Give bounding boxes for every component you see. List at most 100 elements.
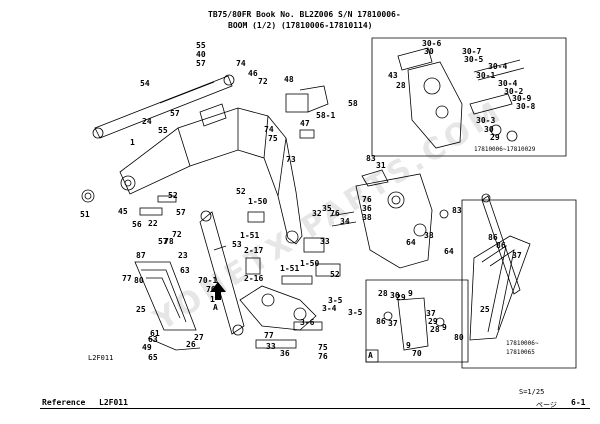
callout-77: 77 xyxy=(264,331,274,340)
sheet-scale: S=1/25 xyxy=(519,388,545,396)
callout-24: 24 xyxy=(142,117,152,126)
callout-36: 36 xyxy=(280,349,290,358)
callout-86: 86 xyxy=(496,241,506,250)
callout-28: 28 xyxy=(378,289,388,298)
callout-83: 83 xyxy=(366,154,376,163)
callout-9: 9 xyxy=(442,323,447,332)
callout-3-5: 3-5 xyxy=(348,308,363,317)
callout-37: 37 xyxy=(426,309,436,318)
callout-56: 56 xyxy=(132,220,142,229)
callout-29: 29 xyxy=(428,317,438,326)
callout-30-9: 30-9 xyxy=(512,94,531,103)
callout-30-8: 30-8 xyxy=(516,102,535,111)
callout-76: 76 xyxy=(330,209,340,218)
callout-57: 57 xyxy=(170,109,180,118)
callout-77: 77 xyxy=(122,274,132,283)
callout-2-17: 2-17 xyxy=(244,246,263,255)
callout-1-50: 1-50 xyxy=(300,259,319,268)
callout-29: 29 xyxy=(490,133,500,142)
callout-58: 58 xyxy=(348,99,358,108)
page-kana: ページ xyxy=(536,401,557,409)
callout-80: 80 xyxy=(134,276,144,285)
callout-27: 27 xyxy=(194,333,204,342)
callout-64: 64 xyxy=(444,247,454,256)
arm-cylinder xyxy=(199,211,245,335)
callout-28: 28 xyxy=(396,81,406,90)
callout-30-2: 30-2 xyxy=(504,87,523,96)
callout-25: 25 xyxy=(136,305,146,314)
callout-40: 40 xyxy=(196,50,206,59)
callout-86: 86 xyxy=(376,317,386,326)
callout-55: 55 xyxy=(196,41,206,50)
figure-code: L2F011 xyxy=(88,354,114,362)
callout-30-1: 30-1 xyxy=(476,71,495,80)
callout-30-4: 30-4 xyxy=(498,79,517,88)
callout-83: 83 xyxy=(452,206,462,215)
callout-52: 52 xyxy=(330,270,340,279)
boom-body xyxy=(119,107,303,245)
callout-75: 75 xyxy=(268,134,278,143)
callout-30: 30 xyxy=(390,291,400,300)
callout-36: 36 xyxy=(362,204,372,213)
callout-72: 72 xyxy=(258,77,268,86)
callout-52: 52 xyxy=(168,191,178,200)
callout-1: 1 xyxy=(130,138,135,147)
callout-61: 61 xyxy=(150,329,160,338)
callout-80: 80 xyxy=(454,333,464,342)
reference-value: L2F011 xyxy=(99,398,128,407)
callout-30-6: 30-6 xyxy=(422,39,441,48)
callout-23: 23 xyxy=(178,251,188,260)
callout-76: 76 xyxy=(362,195,372,204)
callout-70: 70 xyxy=(412,349,422,358)
callout-45: 45 xyxy=(118,207,128,216)
callout-48: 48 xyxy=(284,75,294,84)
callout-28: 28 xyxy=(430,325,440,334)
callout-57: 57 xyxy=(196,59,206,68)
boom-cylinder xyxy=(94,75,233,139)
callout-55: 55 xyxy=(158,126,168,135)
callout-29: 29 xyxy=(396,293,406,302)
detail-a-label: A xyxy=(368,351,373,360)
callout-25: 25 xyxy=(480,305,490,314)
callout-43: 43 xyxy=(388,71,398,80)
callout-32: 32 xyxy=(312,209,322,218)
detail-a-box xyxy=(365,279,469,363)
callout-73: 73 xyxy=(286,155,296,164)
callout-26: 26 xyxy=(186,340,196,349)
callout-30: 30 xyxy=(484,125,494,134)
callout-87: 87 xyxy=(136,251,146,260)
callout-46: 46 xyxy=(248,69,258,78)
callout-30-4: 30-4 xyxy=(488,62,507,71)
callout-31: 31 xyxy=(376,161,386,170)
callout-86: 86 xyxy=(488,233,498,242)
callout-35: 35 xyxy=(322,204,332,213)
callout-33: 33 xyxy=(320,237,330,246)
callout-49: 49 xyxy=(142,343,152,352)
callout-75: 75 xyxy=(318,343,328,352)
callout-3-4: 3-4 xyxy=(322,304,337,313)
callout-2-16: 2-16 xyxy=(244,274,263,283)
callout-30-5: 30-5 xyxy=(464,55,483,64)
callout-3-6: 3-6 xyxy=(300,318,315,327)
callout-78: 78 xyxy=(164,237,174,246)
callout-76: 76 xyxy=(318,352,328,361)
header-line-1: TB75/80FR Book No. BL2Z006 S/N 17810006- xyxy=(208,10,401,19)
callout-9: 9 xyxy=(408,289,413,298)
callout-72: 72 xyxy=(172,230,182,239)
inset-bottom-caption-1: 17810006~ xyxy=(506,340,539,347)
callout-30-7: 30-7 xyxy=(462,47,481,56)
callout-51: 51 xyxy=(80,210,90,219)
callout-53: 53 xyxy=(232,240,242,249)
callout-47: 47 xyxy=(300,119,310,128)
view-arrow-a xyxy=(210,282,226,300)
callout-34: 34 xyxy=(340,217,350,226)
callout-70: 70 xyxy=(206,285,216,294)
callout-3-5: 3-5 xyxy=(328,296,343,305)
callout-30: 30 xyxy=(424,47,434,56)
callout-74: 74 xyxy=(236,59,246,68)
page-number: 6-1 xyxy=(571,398,586,407)
callout-52: 52 xyxy=(236,187,246,196)
callout-64: 64 xyxy=(406,238,416,247)
